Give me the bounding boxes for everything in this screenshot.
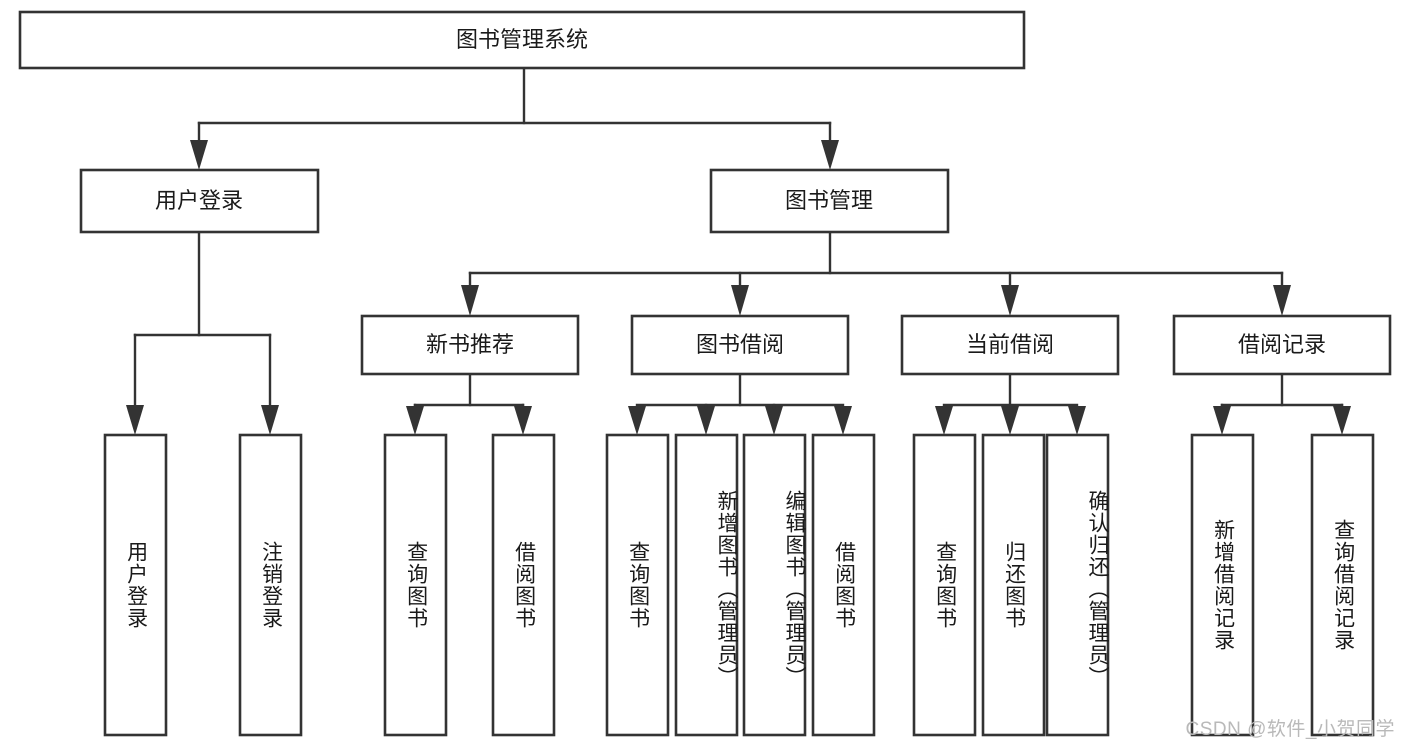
arrow-current-borrow-leaf-3 — [1068, 406, 1086, 435]
node-current-borrow[interactable]: 当前借阅 — [900, 314, 1120, 376]
node-root-label: 图书管理系统 — [456, 27, 588, 52]
node-user-login-label: 用户登录 — [155, 188, 243, 213]
leaf-box-current-borrow-2[interactable] — [981, 433, 1046, 737]
arrow-book-borrow-leaf-2 — [697, 406, 715, 435]
node-new-book-recommend-label: 新书推荐 — [426, 332, 514, 357]
leaf-box-book-borrow-3[interactable] — [742, 433, 807, 737]
arrow-to-borrow-record — [1273, 285, 1291, 316]
arrow-new-book-leaf-1 — [406, 406, 424, 435]
node-user-login[interactable]: 用户登录 — [79, 168, 320, 234]
leaf-box-borrow-record-2[interactable] — [1310, 433, 1375, 737]
node-user-login-box[interactable] — [79, 168, 320, 234]
leaf-box-current-borrow-3[interactable] — [1045, 433, 1110, 737]
node-current-borrow-box[interactable] — [900, 314, 1120, 376]
leaf-boxes — [103, 433, 1375, 737]
arrow-to-book-borrow — [731, 285, 749, 316]
arrow-current-borrow-leaf-2 — [1001, 406, 1019, 435]
node-borrow-record-label: 借阅记录 — [1238, 332, 1326, 357]
node-book-manage[interactable]: 图书管理 — [709, 168, 950, 234]
node-new-book-recommend[interactable]: 新书推荐 — [360, 314, 580, 376]
node-borrow-record-box[interactable] — [1172, 314, 1392, 376]
arrow-book-borrow-leaf-3 — [765, 406, 783, 435]
node-book-borrow-box[interactable] — [630, 314, 850, 376]
leaf-box-book-borrow-4[interactable] — [811, 433, 876, 737]
leaf-box-new-book-2[interactable] — [491, 433, 556, 737]
leaf-box-current-borrow-1[interactable] — [912, 433, 977, 737]
leaf-box-user-login-1[interactable] — [103, 433, 168, 737]
arrow-book-borrow-leaf-1 — [628, 406, 646, 435]
node-current-borrow-label: 当前借阅 — [966, 332, 1054, 357]
arrow-to-user-login — [190, 140, 208, 170]
arrow-to-book-manage — [821, 140, 839, 170]
node-new-book-recommend-box[interactable] — [360, 314, 580, 376]
arrow-borrow-record-leaf-2 — [1333, 406, 1351, 435]
arrow-to-new-book — [461, 285, 479, 316]
leaf-box-book-borrow-2[interactable] — [674, 433, 739, 737]
node-book-borrow-label: 图书借阅 — [696, 332, 784, 357]
arrow-borrow-record-leaf-1 — [1213, 406, 1231, 435]
arrow-to-current-borrow — [1001, 285, 1019, 316]
arrow-book-borrow-leaf-4 — [834, 406, 852, 435]
leaf-box-new-book-1[interactable] — [383, 433, 448, 737]
arrow-current-borrow-leaf-1 — [935, 406, 953, 435]
arrow-user-login-leaf-2 — [261, 405, 279, 435]
arrow-user-login-leaf-1 — [126, 405, 144, 435]
leaf-box-book-borrow-1[interactable] — [605, 433, 670, 737]
node-book-manage-box[interactable] — [709, 168, 950, 234]
node-book-manage-label: 图书管理 — [785, 188, 873, 213]
watermark-text: CSDN @软件_小贺同学 — [1185, 719, 1395, 740]
node-root-box[interactable] — [18, 10, 1026, 70]
node-borrow-record[interactable]: 借阅记录 — [1172, 314, 1392, 376]
leaf-box-user-login-2[interactable] — [238, 433, 303, 737]
node-root[interactable]: 图书管理系统 — [18, 10, 1026, 70]
connector-layer — [126, 66, 1351, 435]
arrow-new-book-leaf-2 — [514, 406, 532, 435]
leaf-box-borrow-record-1[interactable] — [1190, 433, 1255, 737]
node-book-borrow[interactable]: 图书借阅 — [630, 314, 850, 376]
